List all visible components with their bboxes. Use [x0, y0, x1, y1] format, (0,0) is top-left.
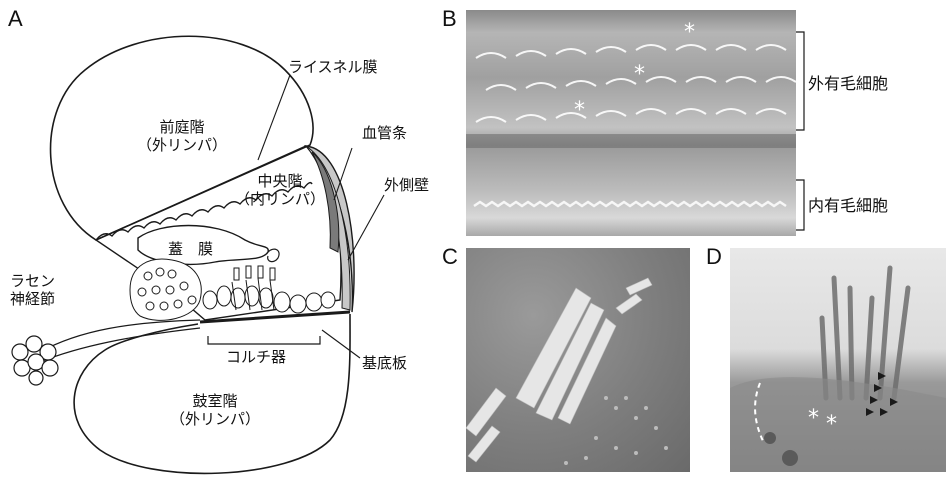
panel-d-image: * * — [730, 248, 946, 472]
label-inner-hair-cells: 内有毛細胞 — [808, 196, 888, 215]
asterisk-marker: * — [808, 406, 819, 432]
asterisk-marker: * — [826, 412, 837, 438]
panel-d-letter: D — [706, 244, 722, 270]
panel-c-image — [466, 248, 690, 472]
panel-c-letter: C — [442, 244, 458, 270]
label-outer-hair-cells: 外有毛細胞 — [808, 74, 888, 93]
